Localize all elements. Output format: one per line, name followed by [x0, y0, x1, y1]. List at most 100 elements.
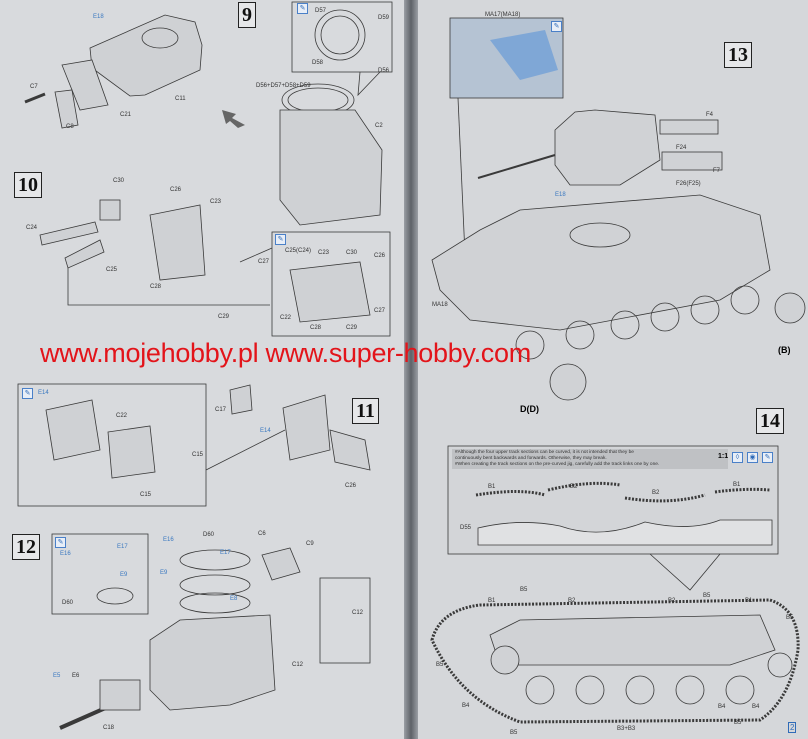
part-label: D55: [460, 525, 472, 531]
step-11-number: 11: [352, 398, 379, 424]
marker-b: (B): [778, 345, 791, 355]
paint-brush-icon: ✎: [22, 388, 33, 399]
part-label: C7: [30, 84, 38, 90]
paint-brush-icon: ✎: [297, 3, 308, 14]
step-14-number: 14: [756, 408, 784, 434]
step-13-number: 13: [724, 42, 752, 68]
part-label: C18: [103, 725, 115, 731]
part-label: E17: [117, 544, 128, 550]
part-label: E9: [120, 572, 128, 578]
part-label: D56+D57+D58+D59: [256, 83, 311, 89]
marker-d-label: D: [520, 404, 527, 414]
part-label: MA17(MA18): [485, 12, 521, 18]
marker-b-label: B: [781, 345, 788, 355]
scale-label: 1:1: [718, 453, 729, 460]
watermark: www.mojehobby.pl www.super-hobby.com: [40, 338, 531, 368]
part-label: D60: [62, 600, 74, 606]
part-label: E18: [555, 192, 566, 198]
part-label: C26: [345, 483, 357, 489]
arrow-icon: [222, 110, 245, 128]
part-label: D60: [203, 532, 215, 538]
hull-assembly-drawing: [431, 17, 806, 401]
part-label: B5: [436, 662, 444, 668]
part-label: B5: [734, 720, 742, 726]
part-label: C23: [210, 199, 222, 205]
part-label: C15: [140, 492, 152, 498]
part-label: C17: [215, 407, 227, 413]
part-label: C8: [66, 124, 74, 130]
part-label: E17: [220, 550, 231, 556]
part-label: B5: [510, 730, 518, 736]
part-label: C27: [374, 308, 386, 314]
step14-notes: #Although the four upper track sections …: [452, 449, 728, 469]
part-label: E14: [38, 390, 49, 396]
part-label: F26(F25): [676, 181, 701, 187]
part-label: C12: [352, 610, 364, 616]
step-12-number: 12: [12, 534, 40, 560]
step11-drawing: [17, 383, 371, 507]
note-line: #Although the four upper track sections …: [455, 450, 634, 455]
part-label: B2: [652, 490, 660, 496]
part-icon: ◊: [732, 452, 743, 463]
part-label: E18: [93, 14, 104, 20]
paint-brush-icon: ✎: [762, 452, 773, 463]
step-9-number: 9: [238, 2, 256, 28]
page-number: 2: [788, 722, 797, 733]
part-label: B2: [668, 598, 676, 604]
part-label: C30: [346, 250, 358, 256]
part-label: F24: [676, 145, 687, 151]
part-label: C30: [113, 178, 125, 184]
part-label: C11: [175, 96, 186, 102]
part-label: C26: [170, 187, 182, 193]
part-label: B4: [462, 703, 470, 709]
page-fold: [404, 0, 418, 739]
note-line: #When creating the track sections on the…: [455, 462, 660, 467]
part-label: B5: [703, 593, 711, 599]
paint-brush-icon: ✎: [55, 537, 66, 548]
view-icon: ◉: [747, 452, 758, 463]
track-assembly-drawing: [430, 445, 800, 724]
part-label: C25: [106, 267, 118, 273]
part-label: C22: [280, 315, 292, 321]
part-label: F7: [713, 168, 721, 174]
part-label: B3+B3: [617, 726, 636, 732]
part-label: C2: [375, 123, 383, 129]
part-label: E5: [53, 673, 61, 679]
part-label: C15: [192, 452, 204, 458]
part-label: E8: [230, 596, 238, 602]
part-label: C29: [218, 314, 230, 320]
part-label: C21: [120, 112, 132, 118]
part-label: B1: [488, 484, 496, 490]
part-label: MA18: [432, 302, 448, 308]
part-label: E14: [260, 428, 271, 434]
part-label: B1: [745, 598, 753, 604]
part-label: D57: [315, 8, 327, 14]
part-label: E9: [160, 570, 168, 576]
part-label: C6: [258, 531, 266, 537]
part-label: F4: [706, 112, 714, 118]
part-label: C12: [292, 662, 304, 668]
part-label: C28: [310, 325, 322, 331]
marker-d: D(D): [520, 404, 539, 414]
step12-drawing: [51, 533, 371, 730]
part-label: B4: [752, 704, 760, 710]
part-label: B2: [570, 484, 578, 490]
paint-brush-icon: ✎: [275, 234, 286, 245]
part-label: B1: [488, 598, 496, 604]
part-label: D58: [312, 60, 324, 66]
part-label: C22: [116, 413, 128, 419]
step-10-number: 10: [14, 172, 42, 198]
turret-shell-drawing: [24, 14, 203, 129]
marker-d-label: D: [529, 404, 537, 414]
part-label: C23: [318, 250, 330, 256]
part-label: E6: [72, 673, 80, 679]
note-line: continuously bent backwards and forwards…: [455, 456, 607, 461]
part-label: E16: [163, 537, 174, 543]
turret-ring-detail: [279, 1, 393, 226]
paint-brush-icon: ✎: [551, 21, 562, 32]
part-label: C29: [346, 325, 358, 331]
part-label: B2: [568, 598, 576, 604]
part-label: C24: [26, 225, 38, 231]
part-label: C27: [258, 259, 270, 265]
